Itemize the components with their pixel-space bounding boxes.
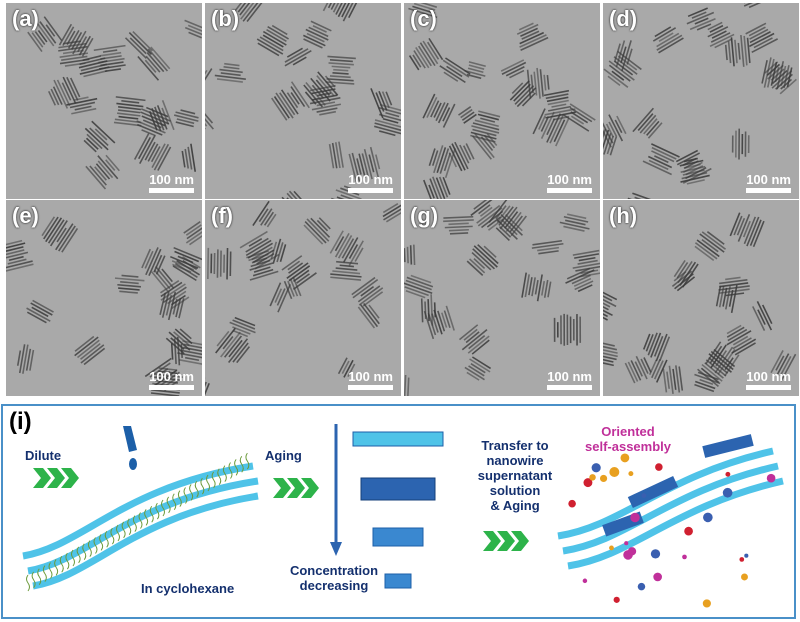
scale-bar: 100 nm	[149, 369, 194, 390]
panel-label: (d)	[609, 6, 638, 31]
panel-label: (e)	[12, 203, 39, 228]
panel-label: (a)	[12, 6, 39, 31]
block-1	[352, 431, 444, 447]
schematic-panel: (i) Dilute Aging In cyclohexane Concentr…	[1, 404, 796, 619]
nanowire-bundle-left	[22, 452, 259, 592]
tem-panel-b: (b) 100 nm	[205, 3, 401, 199]
tem-panel-d: (d) 100 nm	[603, 3, 799, 199]
panel-label: (c)	[410, 6, 437, 31]
aging-label: Aging	[265, 448, 302, 463]
tem-image-grid: (a)100 nm (b)100 nm (c)100 nm (d)100 nm …	[6, 3, 799, 396]
chevron-arrows-1	[33, 468, 79, 488]
schematic-drawing	[22, 424, 784, 608]
dilute-label: Dilute	[25, 448, 62, 463]
scale-bar: 100 nm	[348, 172, 393, 193]
scale-bar: 100 nm	[746, 172, 791, 193]
block-3	[372, 527, 424, 547]
chevron-arrows-3	[483, 531, 529, 551]
panel-label: (g)	[410, 203, 439, 228]
chevron-arrows-2	[273, 478, 319, 498]
block-2	[360, 477, 436, 501]
scale-bar: 100 nm	[348, 369, 393, 390]
panel-label: (b)	[211, 6, 240, 31]
tem-panel-e: (e) 100 nm	[6, 200, 202, 396]
scale-bar: 100 nm	[746, 369, 791, 390]
solvent-label: In cyclohexane	[141, 581, 235, 596]
panel-label: (f)	[211, 203, 233, 228]
tem-panel-c: (c) 100 nm	[404, 3, 600, 199]
scale-bar: 100 nm	[547, 369, 592, 390]
panel-label: (h)	[609, 203, 638, 228]
tem-panel-a: (a) 100 nm	[6, 3, 202, 199]
scale-bar: 100 nm	[149, 172, 194, 193]
tem-panel-g: (g) 100 nm	[404, 200, 600, 396]
tem-panel-f: (f) 100 nm	[205, 200, 401, 396]
panel-label-i: (i)	[9, 408, 32, 435]
nanowire-bundle-right	[557, 434, 784, 570]
scale-bar: 100 nm	[547, 172, 592, 193]
dropper-icon	[123, 426, 137, 470]
tem-panel-h: (h) 100 nm	[603, 200, 799, 396]
block-4	[384, 573, 412, 589]
